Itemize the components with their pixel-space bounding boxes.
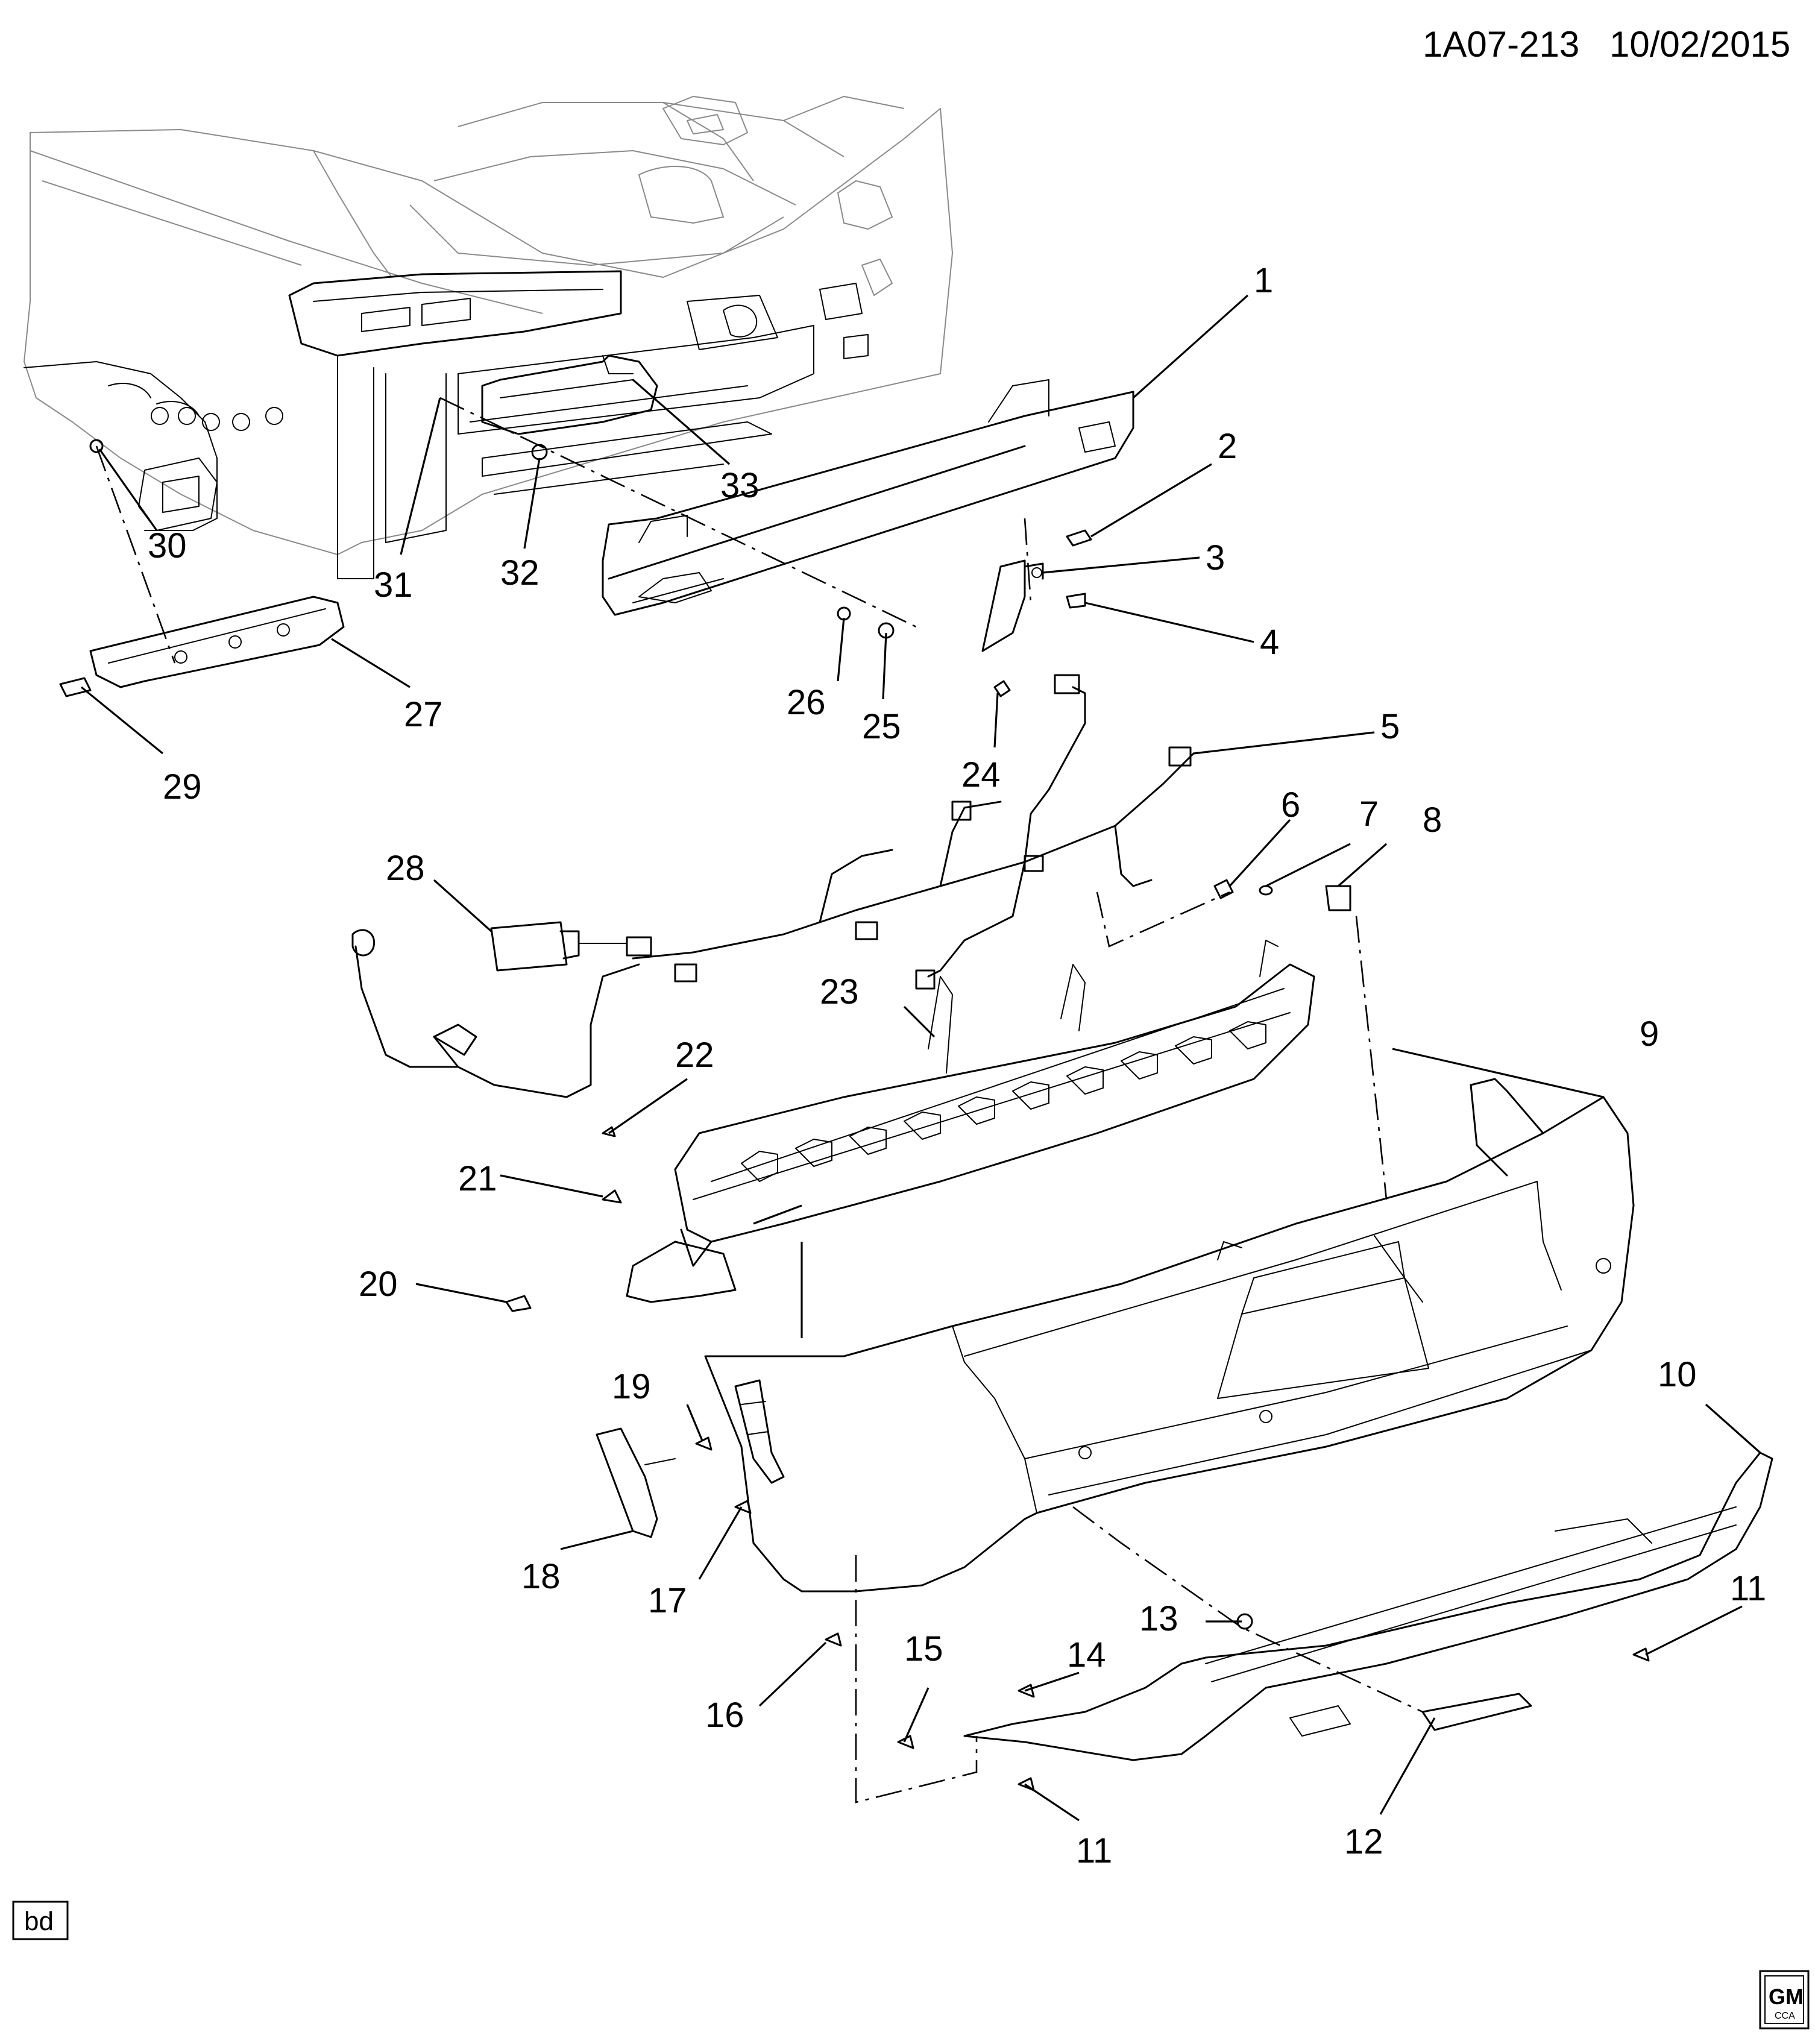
nut-part-32 <box>531 444 548 461</box>
push-pin-part-29 <box>59 677 92 697</box>
callout-11b: 11 <box>1730 1569 1766 1608</box>
lower-valance-part-10 <box>963 1451 1773 1761</box>
callout-8: 8 <box>1423 800 1442 840</box>
callout-21: 21 <box>458 1159 497 1198</box>
clip-part-24 <box>993 680 1011 697</box>
callout-5: 5 <box>1380 707 1400 746</box>
screw-part-15 <box>897 1735 914 1749</box>
alignment-lines <box>95 397 1423 1803</box>
reflector-bracket <box>734 1379 785 1484</box>
wiring-harness-part-5 <box>351 674 1195 1098</box>
clip-part-22 <box>602 1126 616 1137</box>
callout-19: 19 <box>612 1367 651 1406</box>
callout-32: 32 <box>500 553 539 593</box>
callout-28: 28 <box>386 849 425 888</box>
callout-4: 4 <box>1260 623 1279 662</box>
bracket-part-33 <box>481 354 658 435</box>
side-marker-part-18 <box>596 1427 676 1538</box>
retainer-part-19 <box>695 1436 712 1451</box>
callout-14: 14 <box>1067 1635 1106 1675</box>
screw-part-21 <box>602 1189 622 1204</box>
fasteners <box>59 439 1650 1791</box>
callout-27: 27 <box>404 695 443 734</box>
callout-1: 1 <box>1254 261 1273 300</box>
retainer-part-30 <box>89 439 104 453</box>
callout-10: 10 <box>1658 1355 1697 1394</box>
callout-2: 2 <box>1218 427 1237 466</box>
vehicle-rear-body <box>24 96 953 579</box>
screw-part-11a <box>1018 1777 1035 1791</box>
bracket-part-3 <box>981 559 1044 652</box>
callout-9: 9 <box>1640 1014 1659 1054</box>
callout-22: 22 <box>675 1036 714 1075</box>
callout-labels: 1 2 3 4 5 6 7 8 9 10 11 11 12 13 14 15 1… <box>148 261 1766 1870</box>
callout-3: 3 <box>1206 538 1225 577</box>
clip-part-14 <box>1018 1684 1035 1698</box>
callout-18: 18 <box>521 1557 561 1596</box>
callout-24: 24 <box>961 755 1001 794</box>
seal-part-7 <box>1259 885 1273 896</box>
gm-logo-icon: GM CCA <box>1759 1970 1810 2030</box>
callout-26: 26 <box>787 683 826 722</box>
code-box-text: bd <box>24 1907 54 1936</box>
callout-12: 12 <box>1344 1822 1383 1861</box>
energy-absorber-part-23 <box>626 940 1315 1303</box>
callout-17: 17 <box>648 1581 687 1620</box>
callout-7: 7 <box>1359 794 1379 834</box>
callout-13: 13 <box>1139 1599 1178 1638</box>
clip-part-20 <box>505 1295 532 1312</box>
callout-6: 6 <box>1281 785 1300 825</box>
footer-code-box: bd <box>12 1901 69 1940</box>
screw-part-16 <box>825 1632 842 1647</box>
callout-29: 29 <box>163 767 202 807</box>
figure-id: 1A07-213 <box>1423 24 1579 64</box>
callout-15: 15 <box>904 1629 943 1668</box>
logo-text: GM <box>1769 1984 1804 2009</box>
callout-25: 25 <box>862 707 901 746</box>
bumper-fascia-part-9 <box>704 1078 1635 1593</box>
strip-part-12 <box>1421 1693 1532 1731</box>
callout-30: 30 <box>148 526 187 565</box>
callout-31: 31 <box>374 565 413 605</box>
figure-date: 10/02/2015 <box>1609 24 1790 64</box>
module-part-28 <box>490 921 628 972</box>
callout-20: 20 <box>359 1265 398 1304</box>
clip-part-6 <box>1213 879 1234 899</box>
logo-subtext: CCA <box>1775 2011 1795 2021</box>
nut-part-4 <box>1066 593 1086 609</box>
callout-33: 33 <box>720 466 760 505</box>
side-bracket-part-27 <box>89 596 345 688</box>
callout-16: 16 <box>705 1696 744 1735</box>
callout-11a: 11 <box>1076 1831 1112 1870</box>
impact-bar-part-1 <box>602 379 1134 616</box>
bolt-part-2 <box>1066 529 1092 547</box>
callout-23: 23 <box>820 972 859 1011</box>
leader-lines <box>80 294 1761 1822</box>
clip-part-8 <box>1325 885 1351 911</box>
